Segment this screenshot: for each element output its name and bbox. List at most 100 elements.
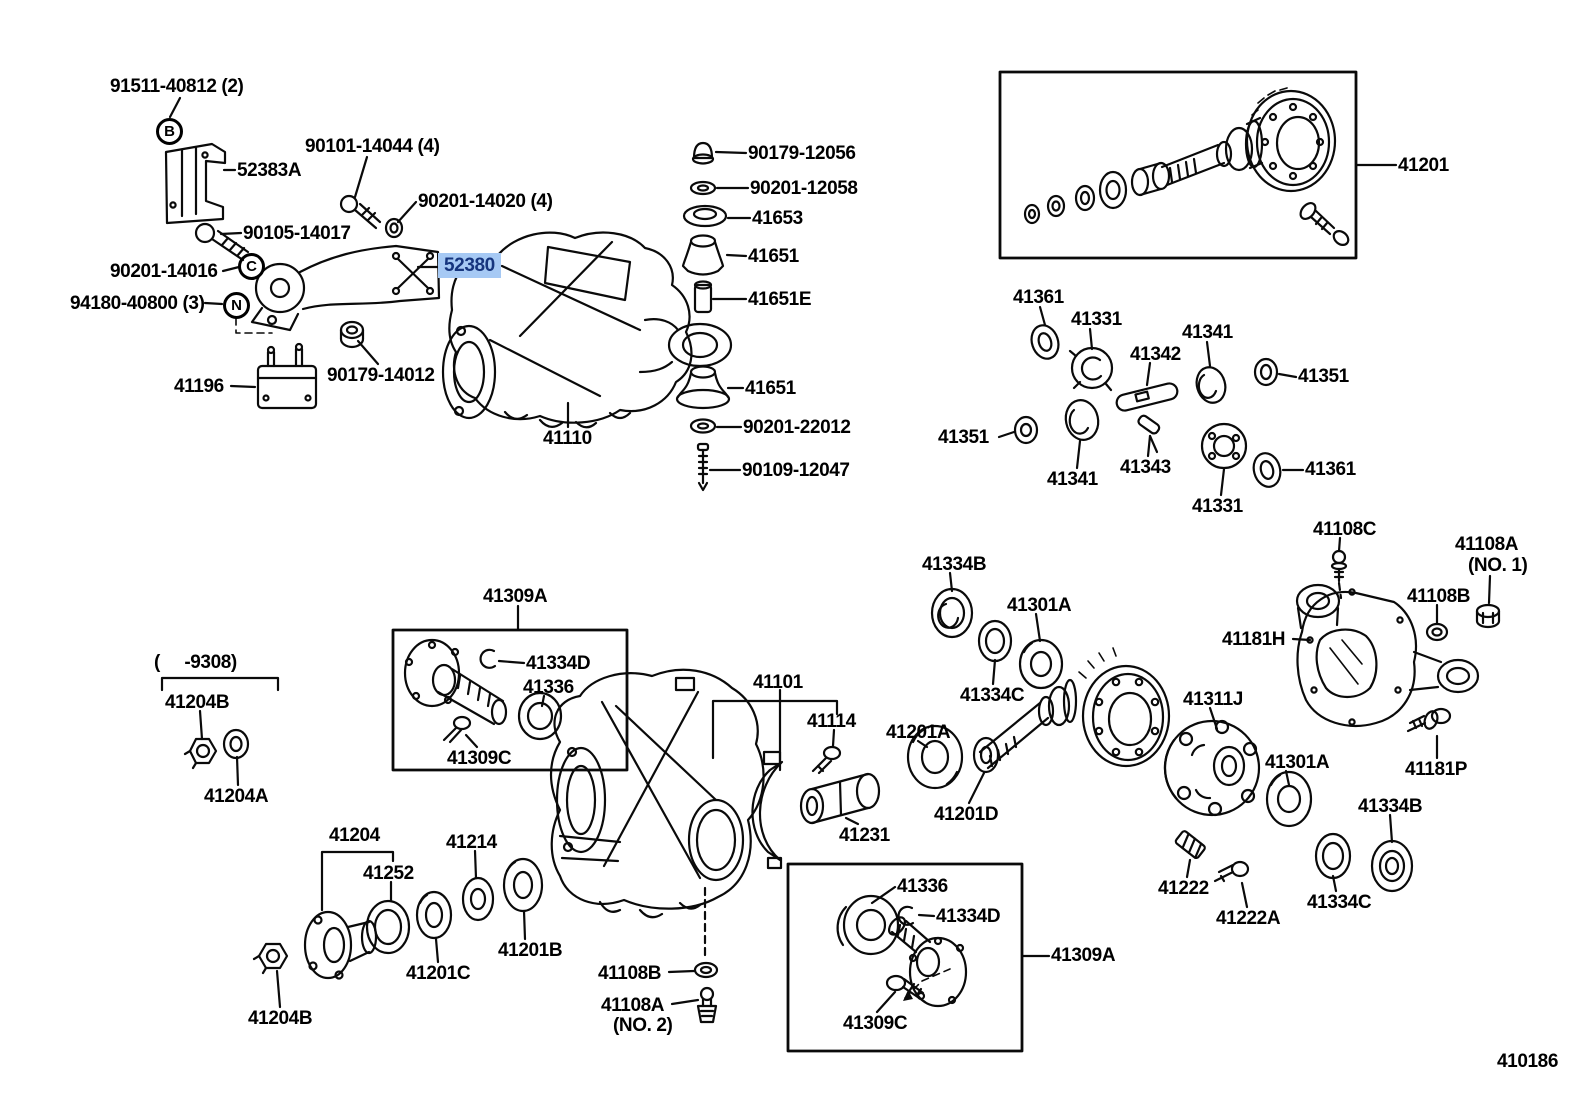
- part-label[interactable]: 90179-12056: [748, 143, 856, 164]
- part-label[interactable]: 41301A: [1265, 752, 1330, 773]
- part-label[interactable]: 41108A: [601, 995, 665, 1016]
- part-label[interactable]: 41309A: [483, 586, 548, 607]
- part-label[interactable]: 41342: [1130, 344, 1181, 365]
- part-label[interactable]: 41653: [752, 208, 803, 229]
- part-label[interactable]: 90201-14016: [110, 261, 218, 282]
- part-label[interactable]: (NO. 1): [1468, 555, 1528, 576]
- part-label[interactable]: 41334D: [936, 906, 1001, 927]
- part-label[interactable]: 41196: [174, 376, 224, 397]
- part-label[interactable]: 41231: [839, 825, 890, 846]
- part-art-spacer-41231: [801, 774, 879, 823]
- part-label[interactable]: 41336: [897, 876, 948, 897]
- leader-line: [877, 992, 895, 1012]
- leader-line: [499, 661, 524, 663]
- part-label[interactable]: 41351: [938, 427, 989, 448]
- part-label[interactable]: 41336: [523, 677, 574, 698]
- part-label[interactable]: 41361: [1013, 287, 1064, 308]
- part-label[interactable]: 41108B: [598, 963, 662, 984]
- part-label[interactable]: 90105-14017: [243, 223, 351, 244]
- part-label[interactable]: 90179-14012: [327, 365, 435, 386]
- part-label[interactable]: 41204B: [248, 1008, 313, 1029]
- part-label[interactable]: 41334C: [1307, 892, 1372, 913]
- part-label[interactable]: 91511-40812 (2): [110, 76, 244, 97]
- part-label[interactable]: 41108C: [1313, 519, 1377, 540]
- leader-line: [1040, 307, 1045, 325]
- part-label[interactable]: 41334B: [922, 554, 987, 575]
- part-label[interactable]: 41331: [1192, 496, 1243, 517]
- part-label[interactable]: 41331: [1071, 309, 1122, 330]
- part-art-washer-41201d: [974, 738, 998, 772]
- part-label[interactable]: 41334D: [526, 653, 591, 674]
- leader-line: [727, 255, 746, 256]
- part-label[interactable]: 90201-22012: [743, 417, 851, 438]
- part-label[interactable]: 41309C: [843, 1013, 908, 1034]
- part-art-diff-housing-41110: [443, 233, 731, 428]
- leader-line: [231, 386, 255, 387]
- part-label[interactable]: 41301A: [1007, 595, 1072, 616]
- part-label[interactable]: 41252: [363, 863, 414, 884]
- part-label[interactable]: 41341: [1047, 469, 1098, 490]
- part-label[interactable]: 41651E: [748, 289, 812, 310]
- part-label[interactable]: 41651: [748, 246, 799, 267]
- leader-line: [1210, 708, 1217, 729]
- part-label[interactable]: 41114: [807, 711, 856, 732]
- part-label[interactable]: (NO. 2): [613, 1015, 673, 1036]
- leader-line: [1293, 639, 1310, 640]
- part-label[interactable]: 90109-12047: [742, 460, 850, 481]
- part-label[interactable]: 41204A: [204, 786, 269, 807]
- part-label[interactable]: 41341: [1182, 322, 1233, 343]
- part-art-washer-41204a: [224, 730, 248, 758]
- enclosure-box: [393, 630, 627, 770]
- leader-line: [542, 696, 544, 706]
- leader-line: [919, 915, 934, 916]
- part-label[interactable]: 41108A: [1455, 534, 1519, 555]
- part-label[interactable]: 41201A: [886, 722, 951, 743]
- part-label[interactable]: 41343: [1120, 457, 1171, 478]
- part-art-final-gear-kit-41201: [1025, 88, 1351, 248]
- part-art-washer-41334c-right: [1316, 834, 1350, 878]
- part-label[interactable]: 41201B: [498, 940, 563, 961]
- part-art-nut-90179-14012: [341, 322, 363, 347]
- part-label-selected[interactable]: 52380: [438, 253, 501, 278]
- part-art-deflector-41252: [367, 901, 409, 953]
- part-label[interactable]: 41222A: [1216, 908, 1281, 929]
- part-label[interactable]: 90201-14020 (4): [418, 191, 553, 212]
- part-label[interactable]: 41181P: [1405, 759, 1468, 780]
- part-label[interactable]: 90201-12058: [750, 178, 858, 199]
- part-label[interactable]: 41101: [753, 672, 803, 693]
- part-label[interactable]: 41222: [1158, 878, 1209, 899]
- part-art-seal-41334b-top: [932, 589, 972, 637]
- part-label[interactable]: 41201: [1398, 155, 1449, 176]
- part-label[interactable]: 90101-14044 (4): [305, 136, 440, 157]
- part-label[interactable]: ( -9308): [154, 652, 237, 673]
- part-label[interactable]: 41204: [329, 825, 380, 846]
- part-label[interactable]: 41309C: [447, 748, 512, 769]
- leader-line: [969, 773, 984, 803]
- part-label[interactable]: 41108B: [1407, 586, 1471, 607]
- part-label[interactable]: 41334B: [1358, 796, 1423, 817]
- part-label[interactable]: 41309A: [1051, 945, 1116, 966]
- leader-line: [1147, 363, 1150, 385]
- part-label[interactable]: 41181H: [1222, 629, 1286, 650]
- part-label[interactable]: 41110: [543, 428, 592, 449]
- part-label[interactable]: 41361: [1305, 459, 1356, 480]
- part-art-bolt-41222a: [1215, 862, 1248, 881]
- leader-line: [1333, 876, 1336, 891]
- part-label[interactable]: 41311J: [1183, 689, 1243, 710]
- part-art-bolt-41181p: [1408, 709, 1450, 731]
- part-label[interactable]: 94180-40800 (3): [70, 293, 205, 314]
- part-label[interactable]: 41214: [446, 832, 497, 853]
- part-label[interactable]: 41351: [1298, 366, 1349, 387]
- part-label[interactable]: 41334C: [960, 685, 1025, 706]
- part-label[interactable]: 41201D: [934, 804, 999, 825]
- part-art-bolt-90105-14017: [196, 224, 248, 260]
- part-label[interactable]: 52383A: [237, 160, 302, 181]
- part-art-companion-flange-41204: [305, 912, 376, 979]
- part-label[interactable]: 41201C: [406, 963, 471, 984]
- part-label[interactable]: 41204B: [165, 692, 230, 713]
- enclosure-box: [788, 864, 1022, 1051]
- leader-line: [277, 971, 280, 1007]
- leader-line: [1077, 441, 1080, 468]
- part-art-stack-upper: [683, 143, 726, 312]
- part-label[interactable]: 41651: [745, 378, 796, 399]
